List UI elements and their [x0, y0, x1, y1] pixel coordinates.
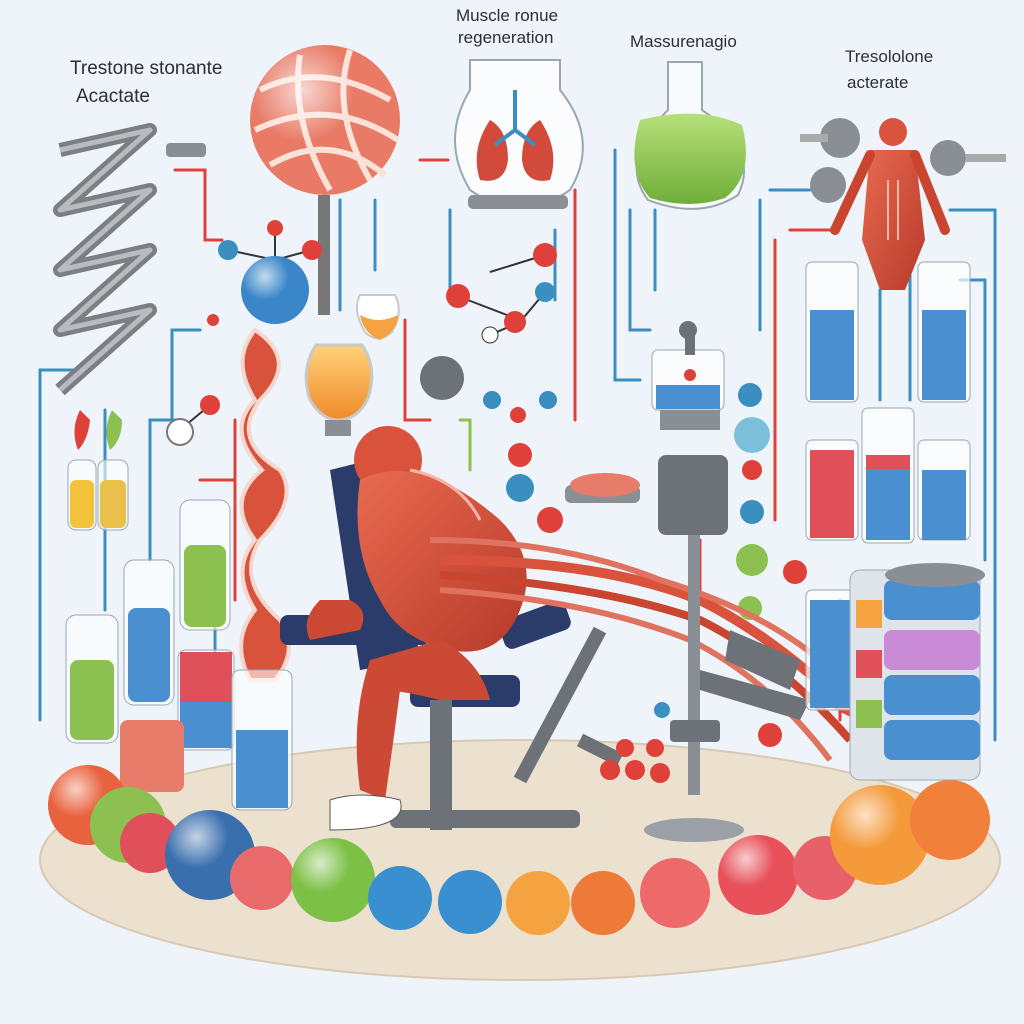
lungs-flask: [454, 59, 584, 209]
orange-bulb: [304, 343, 374, 436]
label-line: Acactate: [76, 85, 150, 107]
muscle-figure: [306, 426, 864, 831]
label-line: regeneration: [458, 27, 554, 47]
disc-stack: [849, 563, 985, 781]
label-muscle-regeneration: Muscle ronue regeneration: [456, 6, 558, 47]
syringes-right: [805, 261, 971, 711]
anatomy-figure: [830, 118, 950, 290]
label-line: Muscle ronue: [456, 6, 559, 25]
label-tresololone-acterate: Tresololone acterate: [845, 47, 933, 92]
center-apparatus: [565, 321, 810, 842]
dna-helix: [53, 123, 157, 396]
molecules: [166, 220, 807, 747]
label-line: Tresololone: [845, 47, 934, 66]
label-trestone-acactate: Trestone stonante Acactate: [70, 58, 222, 108]
floor-balls: [48, 739, 990, 935]
muscle-sphere: [250, 45, 400, 315]
label-massurenagio: Massurenagio: [630, 32, 737, 51]
knob-group: [166, 118, 1006, 400]
label-line: acterate: [847, 72, 909, 92]
green-flask: [634, 61, 746, 210]
small-bulb: [355, 294, 400, 340]
label-line: Trestone stonante: [70, 58, 223, 79]
test-tube-rack-left: [65, 410, 293, 811]
